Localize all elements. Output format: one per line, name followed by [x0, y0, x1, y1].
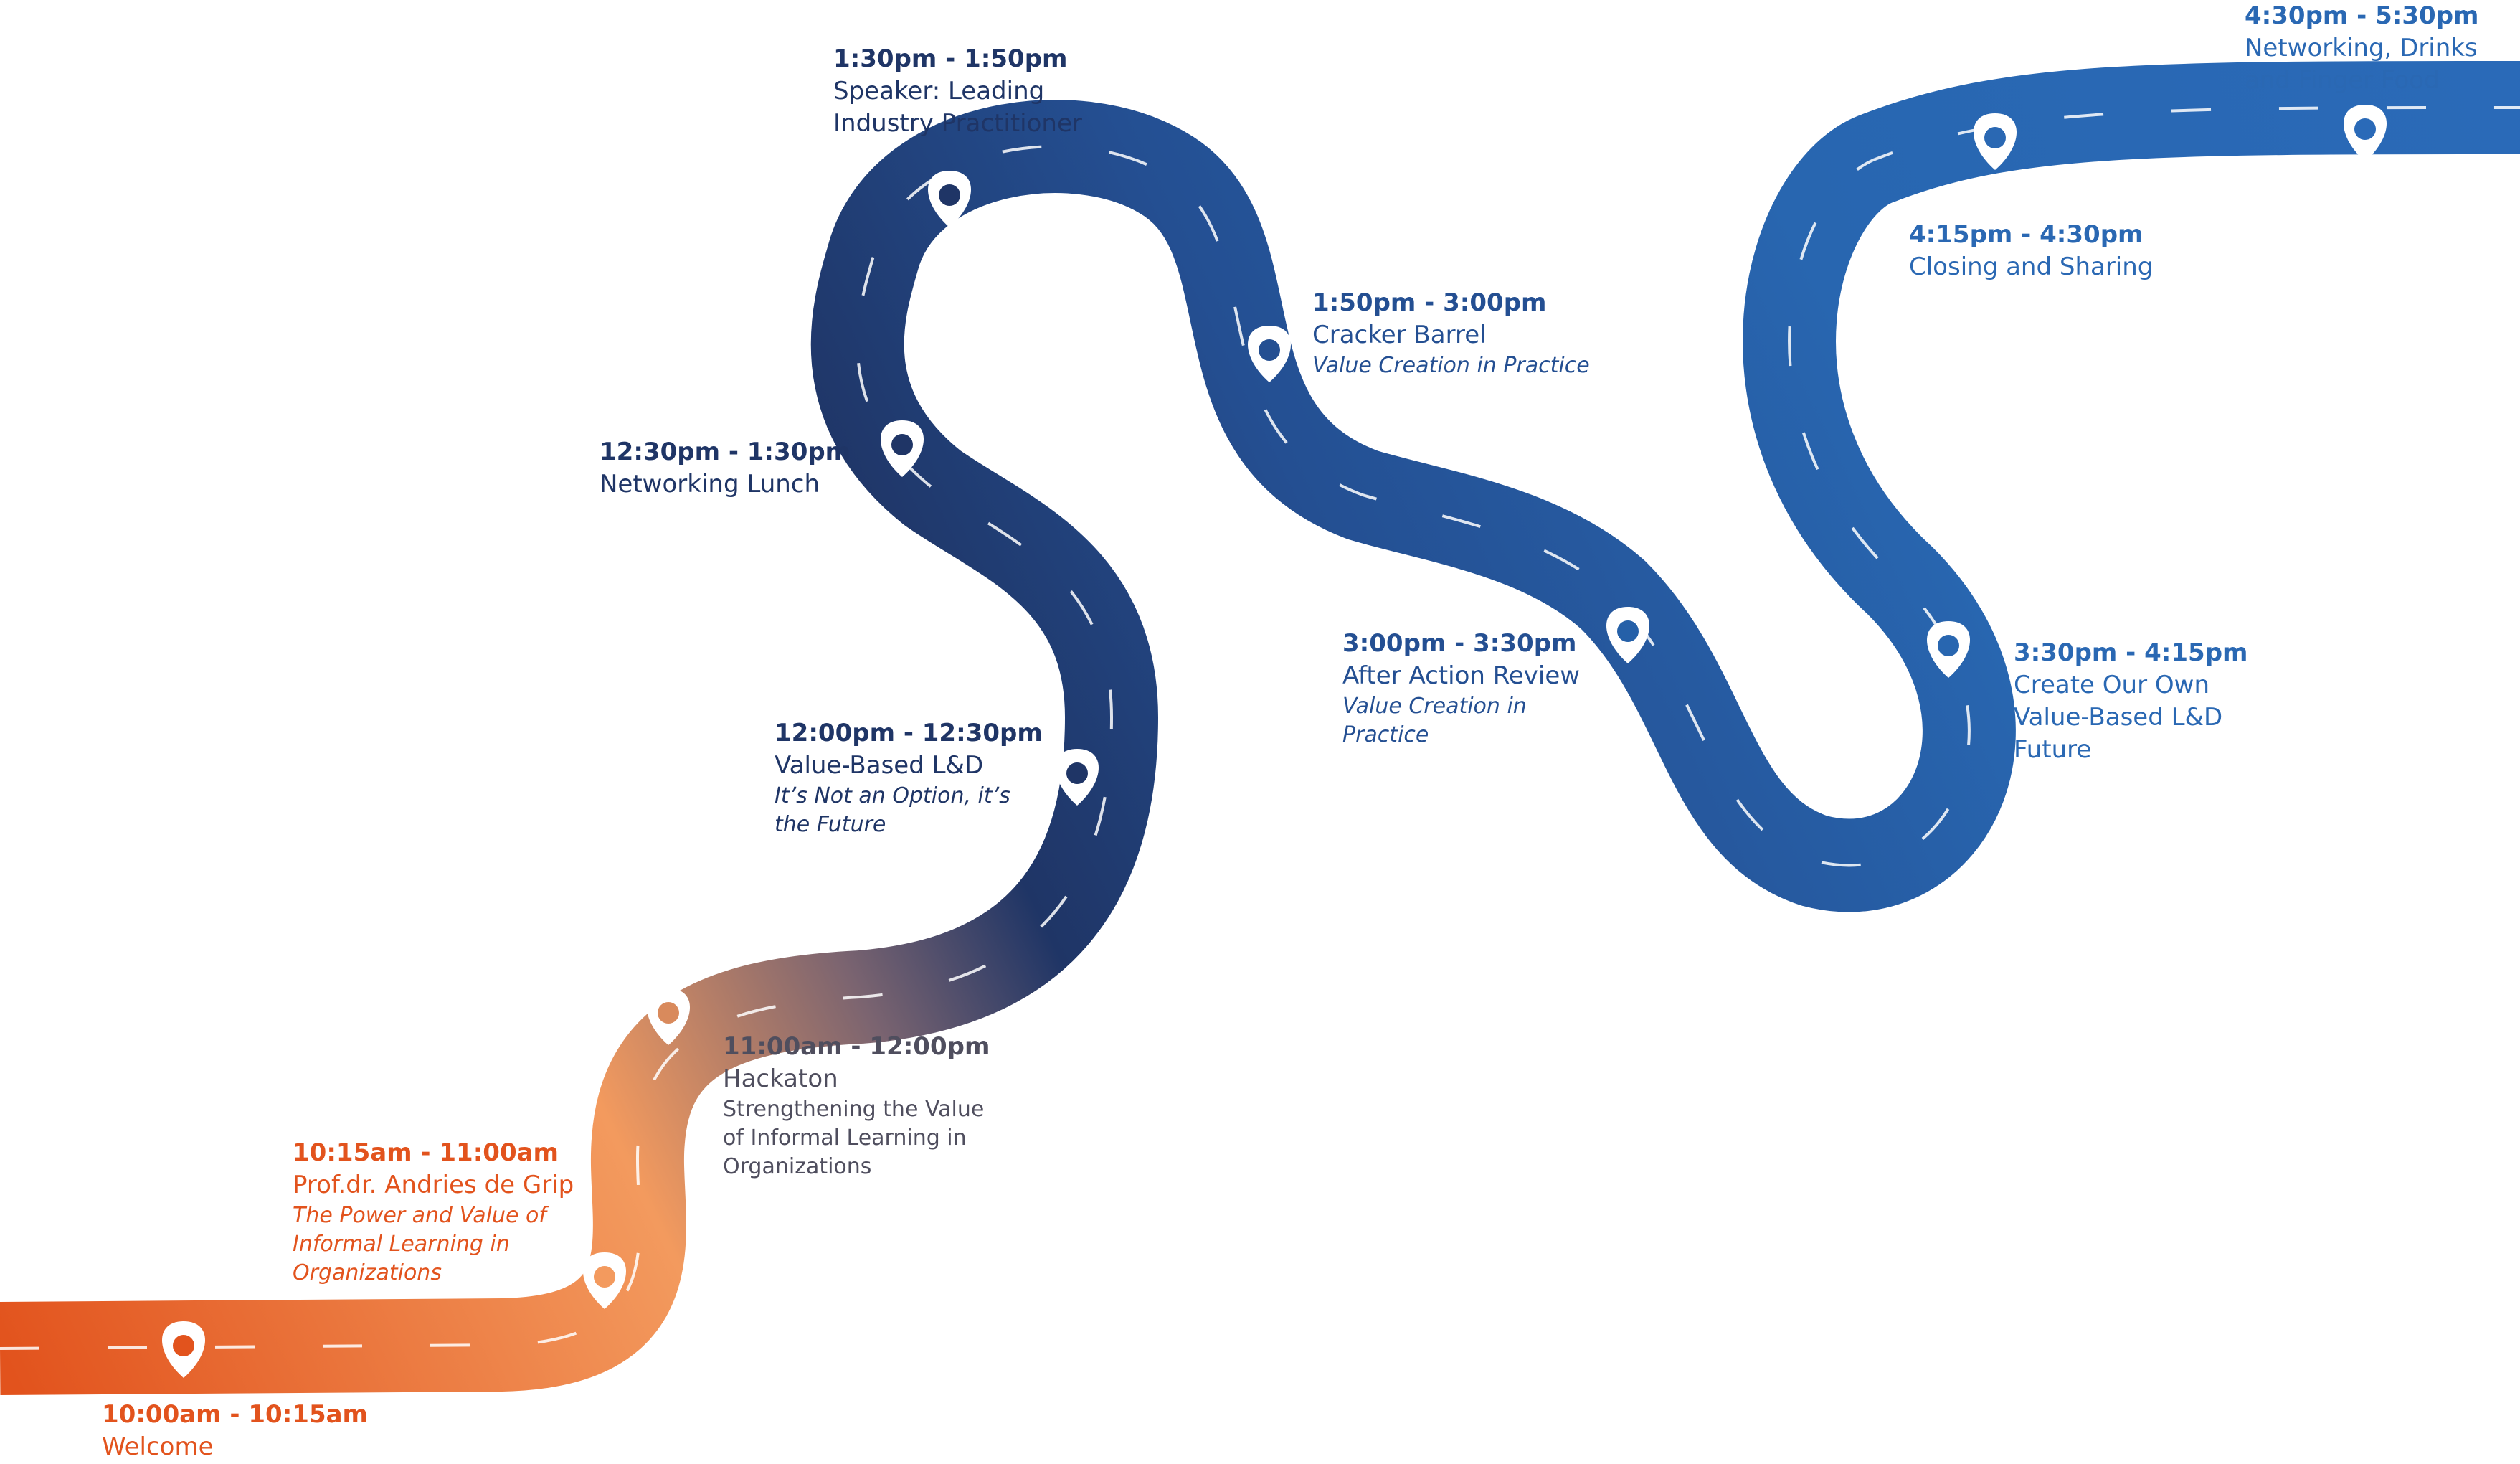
timeline-time: 12:30pm - 1:30pm [600, 438, 851, 466]
timeline-title: Value-Based L&D [775, 751, 984, 780]
map-pin-icon [1056, 749, 1099, 806]
timeline-item: 11:00am - 12:00pm Hackaton Strengthening… [723, 1031, 990, 1181]
timeline-time: 1:30pm - 1:50pm [833, 44, 1068, 73]
timeline-item: 3:00pm - 3:30pm After Action Review Valu… [1342, 628, 1580, 750]
timeline-subtitle: Value Creation in Practice [1312, 353, 1590, 378]
timeline-title: After Action Review [1342, 661, 1581, 690]
map-pin-icon [647, 988, 690, 1045]
map-pin-icon [1606, 607, 1649, 663]
timeline-time: 3:30pm - 4:15pm [2014, 638, 2248, 667]
timeline-item: 10:15am - 11:00am Prof.dr. Andries de Gr… [293, 1137, 574, 1288]
timeline-title: Cracker Barrel [1312, 321, 1487, 349]
map-pin-icon [2344, 105, 2387, 161]
timeline-title: Closing and Sharing [1909, 252, 2154, 281]
timeline-time: 10:15am - 11:00am [293, 1138, 559, 1167]
timeline-time: 4:15pm - 4:30pm [1909, 220, 2144, 249]
map-pin-icon [583, 1252, 626, 1309]
timeline-title: Networking Lunch [600, 470, 820, 499]
timeline-time: 4:30pm - 5:30pm [2245, 1, 2479, 30]
timeline-title: Prof.dr. Andries de Grip [293, 1171, 574, 1199]
map-pin-icon [1974, 113, 2017, 170]
timeline-time: 11:00am - 12:00pm [723, 1032, 990, 1061]
timeline-item: 4:15pm - 4:30pm Closing and Sharing [1909, 219, 2153, 283]
timeline-title: Hackaton [723, 1064, 838, 1093]
map-pin-icon [1248, 326, 1291, 382]
road-body [0, 61, 2520, 1395]
timeline-title: Welcome [102, 1432, 214, 1461]
timeline-time: 1:50pm - 3:00pm [1312, 288, 1547, 317]
timeline-item: 12:30pm - 1:30pm Networking Lunch [600, 436, 851, 501]
map-pin-icon [162, 1321, 205, 1378]
map-pin-icon [928, 171, 971, 227]
timeline-time: 3:00pm - 3:30pm [1342, 629, 1577, 658]
timeline-time: 10:00am - 10:15am [102, 1400, 368, 1429]
map-pin-icon [1927, 621, 1970, 678]
timeline-time: 12:00pm - 12:30pm [775, 719, 1043, 747]
timeline-item: 12:00pm - 12:30pm Value-Based L&D It’s N… [775, 717, 1043, 839]
timeline-item: 1:50pm - 3:00pm Cracker Barrel Value Cre… [1312, 287, 1590, 380]
timeline-item: 10:00am - 10:15am Welcome [102, 1399, 368, 1463]
map-pin-icon [881, 420, 924, 477]
